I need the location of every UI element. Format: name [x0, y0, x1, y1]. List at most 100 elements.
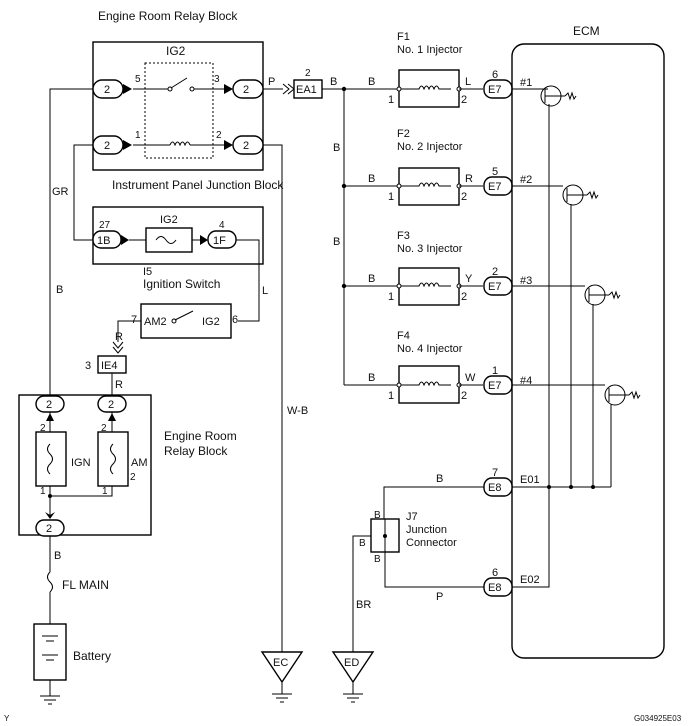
wire-gr — [73, 144, 93, 241]
fuse-connector-1b-arrow — [121, 235, 129, 245]
wire-w-b-label: W-B — [287, 405, 308, 417]
ie4-label: IE4 — [101, 360, 118, 372]
injector-1-ecm-signal: #1 — [520, 77, 532, 89]
fuse-icon — [155, 236, 177, 244]
switch-ig2-label: IG2 — [202, 316, 220, 328]
ecm: E01 E02 — [511, 43, 665, 659]
battery-box — [33, 623, 67, 681]
wire-b-e01-label: B — [436, 473, 443, 485]
injector-4-ecm-conn: E7 — [488, 380, 501, 392]
ig2-relay-label: IG2 — [166, 44, 186, 58]
ecm-box — [511, 43, 665, 659]
ea1-pin-2: 2 — [305, 68, 311, 79]
injector-3-id: F3 — [397, 230, 410, 242]
splice-dot-2 — [341, 183, 347, 189]
relay-coil-connector-right-arrow — [224, 140, 233, 150]
wire-l — [236, 239, 260, 322]
relay-pin-2: 2 — [216, 130, 222, 141]
injector-1-in-wire: B — [368, 76, 375, 88]
injector-1-name: No. 1 Injector — [397, 44, 463, 56]
fuse-connector-1b-label: 1B — [97, 235, 110, 247]
ie4-pin-3: 3 — [85, 360, 91, 372]
switch-blade — [174, 310, 194, 321]
e8-pin-7: 7 — [492, 467, 498, 479]
relay-connector-out-arrow — [224, 84, 233, 94]
injector-3: F3 No. 3 Injector B 1 2 Y 2 E7 #3 — [341, 230, 532, 306]
relay-connector-in-arrow — [123, 84, 132, 94]
ec-label: EC — [273, 657, 288, 669]
wire-b-left-label: B — [56, 284, 63, 296]
ign-pin-1: 1 — [40, 486, 46, 497]
ig2-fuse-box — [145, 227, 193, 253]
fl-main-fusible-link: FL MAIN — [47, 536, 109, 624]
ignition-switch: AM2 IG2 7 6 — [131, 303, 238, 339]
relay-coil-connector-left-label: 2 — [104, 140, 110, 152]
ie4-connector: IE4 3 — [85, 341, 127, 374]
ec-triangle — [260, 651, 304, 684]
wire-l-label: L — [262, 285, 268, 297]
erb-wire-am-join — [50, 486, 113, 497]
j7-junction-label: Junction — [406, 524, 447, 536]
injector-2-name: No. 2 Injector — [397, 141, 463, 153]
ig2-fuse-label: IG2 — [160, 214, 178, 226]
injector-4-pin-in-dot — [396, 382, 402, 388]
instrument-panel-jb-label: Instrument Panel Junction Block — [112, 178, 284, 192]
transistor-1-resistor-icon — [564, 91, 577, 101]
injector-1-coil-icon — [401, 85, 451, 91]
ignition-switch-box — [140, 303, 232, 339]
injector-3-name: No. 3 Injector — [397, 243, 463, 255]
am-pin-2: 2 — [101, 423, 107, 434]
injector-4-ecm-pin: 1 — [492, 365, 498, 377]
figure-code: G034925E03 — [634, 714, 682, 723]
ecm-title: ECM — [573, 24, 600, 38]
wire-p-e02-label: P — [436, 591, 443, 603]
engine-room-relay-block-title: Engine Room Relay Block — [98, 9, 238, 23]
relay-pin-3: 3 — [214, 74, 220, 85]
wire-b-bottom-label: B — [54, 550, 61, 562]
i5-label: I5 — [143, 266, 152, 278]
erb-arrow-bottom — [45, 512, 55, 519]
erb-label-line2: Relay Block — [164, 444, 228, 458]
injector-2-coil-icon — [401, 182, 451, 188]
e02-signal: E02 — [520, 574, 540, 586]
injector-2: F2 No. 2 Injector B 1 2 R 5 E7 #2 — [341, 128, 532, 206]
injector-2-ecm-pin: 5 — [492, 166, 498, 178]
ec-ground-icon — [272, 693, 292, 703]
j7-connector-label: Connector — [406, 537, 457, 549]
injector-3-pin-in-dot — [396, 283, 402, 289]
ea1-arrow-icon — [282, 83, 295, 95]
ea1-label: EA1 — [296, 84, 317, 96]
switch-pin-7: 7 — [131, 314, 137, 326]
am-fuse-box — [97, 431, 129, 487]
j7-label: J7 — [406, 511, 418, 523]
ground-ed: ED — [331, 651, 375, 703]
transistor-3-resistor-icon — [608, 290, 621, 300]
fl-main-label: FL MAIN — [62, 578, 109, 592]
battery-ground-icon — [40, 695, 60, 705]
e8-pin-6: 6 — [492, 567, 498, 579]
fl-main-icon — [47, 571, 53, 593]
injector-4-coil-icon — [401, 381, 451, 387]
e01-dot-2 — [569, 485, 573, 489]
injector-4-ecm-signal: #4 — [520, 375, 532, 387]
injector-2-in-wire: B — [368, 173, 375, 185]
injector-4-id: F4 — [397, 330, 410, 342]
wire-br-label: BR — [356, 599, 371, 611]
injector-1-pin-in: 1 — [388, 94, 394, 106]
wire-b-trunk-label-2: B — [333, 236, 340, 248]
ig2-fuse-block: 1B 27 IG2 1F 4 — [92, 206, 264, 265]
ecm-e02-wire — [512, 487, 550, 588]
fuse-connector-1f-label: 1F — [213, 235, 226, 247]
engine-room-relay-block-lower: 2 2 IGN 2 1 AM 2 1 2 2 — [18, 394, 152, 537]
injector-1: F1 No. 1 Injector B 1 2 L 6 E7 #1 — [368, 31, 532, 108]
erb-connector-bottom-label: 2 — [46, 523, 52, 535]
erb-label-line1: Engine Room — [164, 429, 237, 443]
am-pin-2b: 2 — [130, 472, 136, 483]
injector-2-out-wire: R — [465, 173, 473, 185]
injector-3-in-wire: B — [368, 273, 375, 285]
relay-coil-connector-right-label: 2 — [243, 140, 249, 152]
switch-pin-6: 6 — [232, 314, 238, 326]
splice-dot-3 — [341, 283, 347, 289]
injector-2-id: F2 — [397, 128, 410, 140]
transistor-2-resistor-icon — [586, 190, 599, 200]
